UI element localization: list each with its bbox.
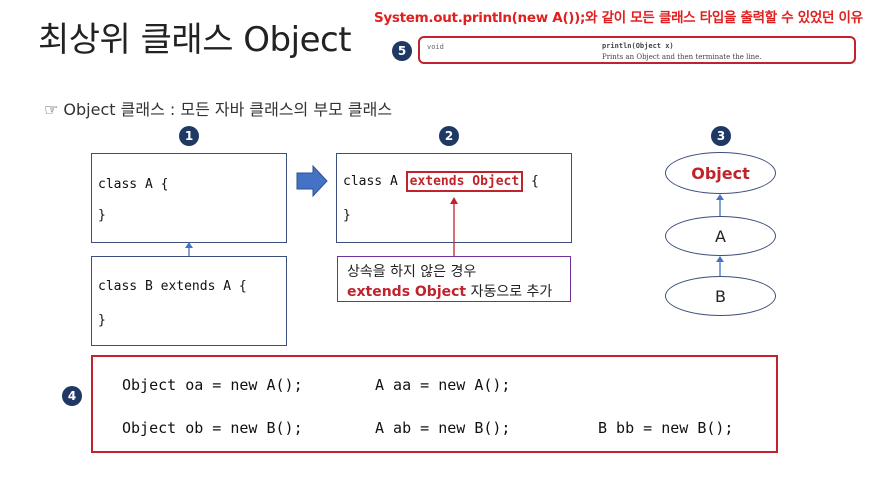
class-a-extends-line1: class A extends Object { bbox=[343, 171, 539, 192]
auto-extends-note: 상속을 하지 않은 경우 extends Object 자동으로 추가 bbox=[337, 256, 571, 302]
note-line2: extends Object 자동으로 추가 bbox=[347, 281, 552, 301]
class-a-line1: class A { bbox=[98, 177, 169, 192]
badge-2: 2 bbox=[439, 126, 459, 146]
b-ellipse: B bbox=[665, 276, 776, 316]
example-aa: A aa = new A(); bbox=[375, 376, 511, 394]
subtitle: ☞ Object 클래스 : 모든 자바 클래스의 부모 클래스 bbox=[44, 100, 393, 119]
note-red-text: extends Object bbox=[347, 284, 467, 300]
api-return-type: void bbox=[427, 43, 444, 51]
right-arrow-icon bbox=[296, 164, 328, 198]
badge-1: 1 bbox=[179, 126, 199, 146]
example-ob: Object ob = new B(); bbox=[122, 419, 303, 437]
a-ellipse: A bbox=[665, 216, 776, 256]
example-ab: A ab = new B(); bbox=[375, 419, 511, 437]
b-to-a-arrowhead bbox=[185, 242, 193, 248]
note-arrowhead bbox=[450, 197, 458, 204]
badge-5: 5 bbox=[392, 41, 412, 61]
example-oa: Object oa = new A(); bbox=[122, 376, 303, 394]
top-note: System.out.println(new A());와 같이 모든 클래스 … bbox=[374, 10, 863, 26]
note-line1: 상속을 하지 않은 경우 bbox=[347, 264, 477, 280]
class-b-line1: class B extends A { bbox=[98, 279, 247, 294]
class-a-box: class A { } bbox=[91, 153, 287, 243]
badge-4: 4 bbox=[62, 386, 82, 406]
api-doc-box: void println(Object x) Prints an Object … bbox=[418, 36, 856, 64]
class-a-extends-line2: } bbox=[343, 208, 351, 223]
page-title: 최상위 클래스 Object bbox=[38, 20, 352, 60]
object-ellipse: Object bbox=[665, 152, 776, 194]
example-bb: B bb = new B(); bbox=[598, 419, 734, 437]
class-b-line2: } bbox=[98, 313, 106, 328]
extends-object-highlight: extends Object bbox=[405, 171, 524, 192]
api-signature: println(Object x) bbox=[602, 42, 674, 50]
class-a-line2: } bbox=[98, 208, 106, 223]
b-to-a-ellipse-arrowhead bbox=[716, 256, 724, 262]
a-to-object-arrowhead bbox=[716, 194, 724, 200]
class-b-box: class B extends A { } bbox=[91, 256, 287, 346]
class-a-prefix: class A bbox=[343, 174, 406, 189]
badge-3: 3 bbox=[711, 126, 731, 146]
note-rest-text: 자동으로 추가 bbox=[466, 284, 553, 300]
assignment-examples-box: Object oa = new A(); A aa = new A(); Obj… bbox=[91, 355, 778, 453]
class-a-suffix: { bbox=[523, 174, 539, 189]
api-description: Prints an Object and then terminate the … bbox=[602, 53, 762, 61]
